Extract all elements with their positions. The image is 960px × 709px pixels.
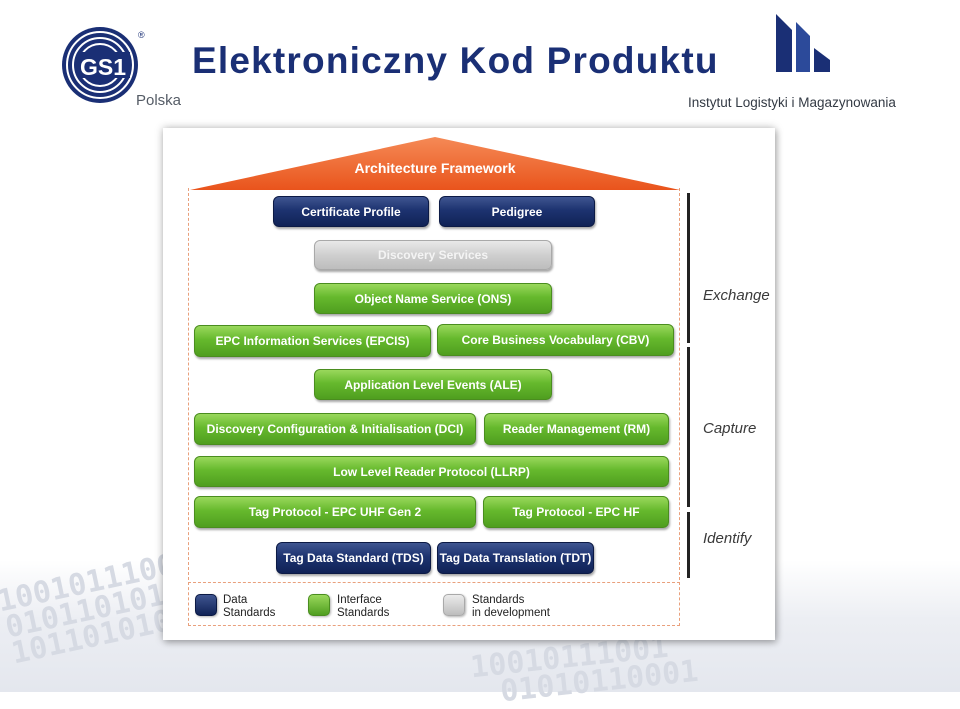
ilm-logo-text: Instytut Logistyki i Magazynowania (688, 95, 896, 110)
legend-label-data-standards: Data Standards (223, 594, 276, 619)
exchange-bracket (687, 193, 690, 343)
llrp-box: Low Level Reader Protocol (LLRP) (194, 456, 669, 487)
legend (188, 582, 680, 626)
legend-swatch-interface-standards (308, 594, 330, 616)
epcis-box: EPC Information Services (EPCIS) (194, 325, 431, 357)
ilm-logo (776, 14, 830, 72)
discovery-services-box: Discovery Services (314, 240, 552, 270)
section-label-identify: Identify (703, 530, 752, 547)
pedigree-box: Pedigree (439, 196, 595, 227)
tag-protocol-uhf-box: Tag Protocol - EPC UHF Gen 2 (194, 496, 476, 528)
gs1-logo-subtitle: Polska (136, 92, 182, 109)
cbv-box: Core Business Vocabulary (CBV) (437, 324, 674, 356)
section-label-exchange: Exchange (703, 287, 770, 304)
legend-swatch-data-standards (195, 594, 217, 616)
diagram-frame (188, 188, 680, 580)
dci-box: Discovery Configuration & Initialisation… (194, 413, 476, 445)
page-title: Elektroniczny Kod Produktu (192, 40, 719, 81)
tds-box: Tag Data Standard (TDS) (276, 542, 431, 574)
rm-box: Reader Management (RM) (484, 413, 669, 445)
certificate-profile-box: Certificate Profile (273, 196, 429, 227)
ale-box: Application Level Events (ALE) (314, 369, 552, 400)
svg-text:®: ® (138, 30, 145, 40)
tdt-box: Tag Data Translation (TDT) (437, 542, 594, 574)
section-label-capture: Capture (703, 420, 757, 437)
identify-bracket (687, 512, 690, 578)
architecture-framework-roof (190, 137, 680, 190)
ons-box: Object Name Service (ONS) (314, 283, 552, 314)
legend-label-interface-standards: Interface Standards (337, 594, 390, 619)
architecture-framework-label: Architecture Framework (354, 160, 516, 176)
svg-text:GS1: GS1 (80, 54, 126, 80)
capture-bracket (687, 347, 690, 507)
legend-label-in-development: Standards in development (472, 594, 550, 619)
legend-swatch-in-development (443, 594, 465, 616)
gs1-logo: GS1 ® (62, 27, 145, 103)
tag-protocol-hf-box: Tag Protocol - EPC HF (483, 496, 669, 528)
